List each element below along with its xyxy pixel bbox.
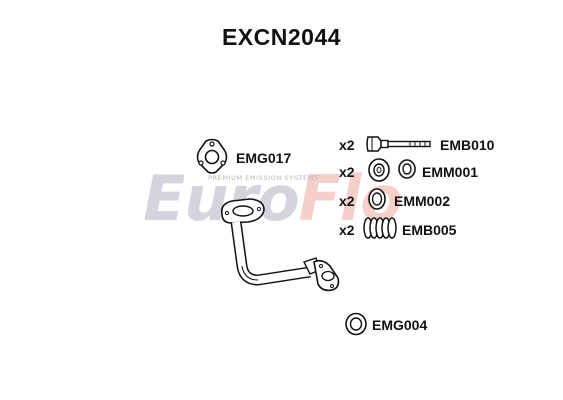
- part-qty-emb005: x2: [339, 222, 355, 238]
- part-code-emb010: EMB010: [440, 137, 495, 153]
- part-code-emb005: EMB005: [402, 222, 457, 238]
- bolt-icon: [366, 136, 431, 152]
- ring-gasket-icon: [345, 312, 367, 336]
- part-qty-emm002: x2: [339, 193, 355, 209]
- watermark-tagline: PREMIUM EMISSION SYSTEMS: [208, 174, 319, 182]
- rubber-mount-icon: [368, 158, 390, 182]
- part-code-emm002: EMM002: [394, 193, 451, 209]
- part-qty-emm001: x2: [339, 164, 355, 180]
- part-code-emg004: EMG004: [372, 317, 428, 333]
- diagram-title: EXCN2044: [221, 24, 342, 50]
- flange-gasket-icon: [196, 138, 228, 174]
- watermark-word-part1: Euro: [143, 162, 300, 235]
- rubber-ring-icon: [398, 159, 416, 179]
- part-code-emg017: EMG017: [236, 150, 292, 166]
- part-code-emm001: EMM001: [422, 164, 479, 180]
- part-qty-emb010: x2: [339, 137, 355, 153]
- front-pipe-icon: [220, 198, 340, 292]
- rubber-mount-small-icon: [368, 188, 386, 210]
- spring-icon: [363, 217, 397, 239]
